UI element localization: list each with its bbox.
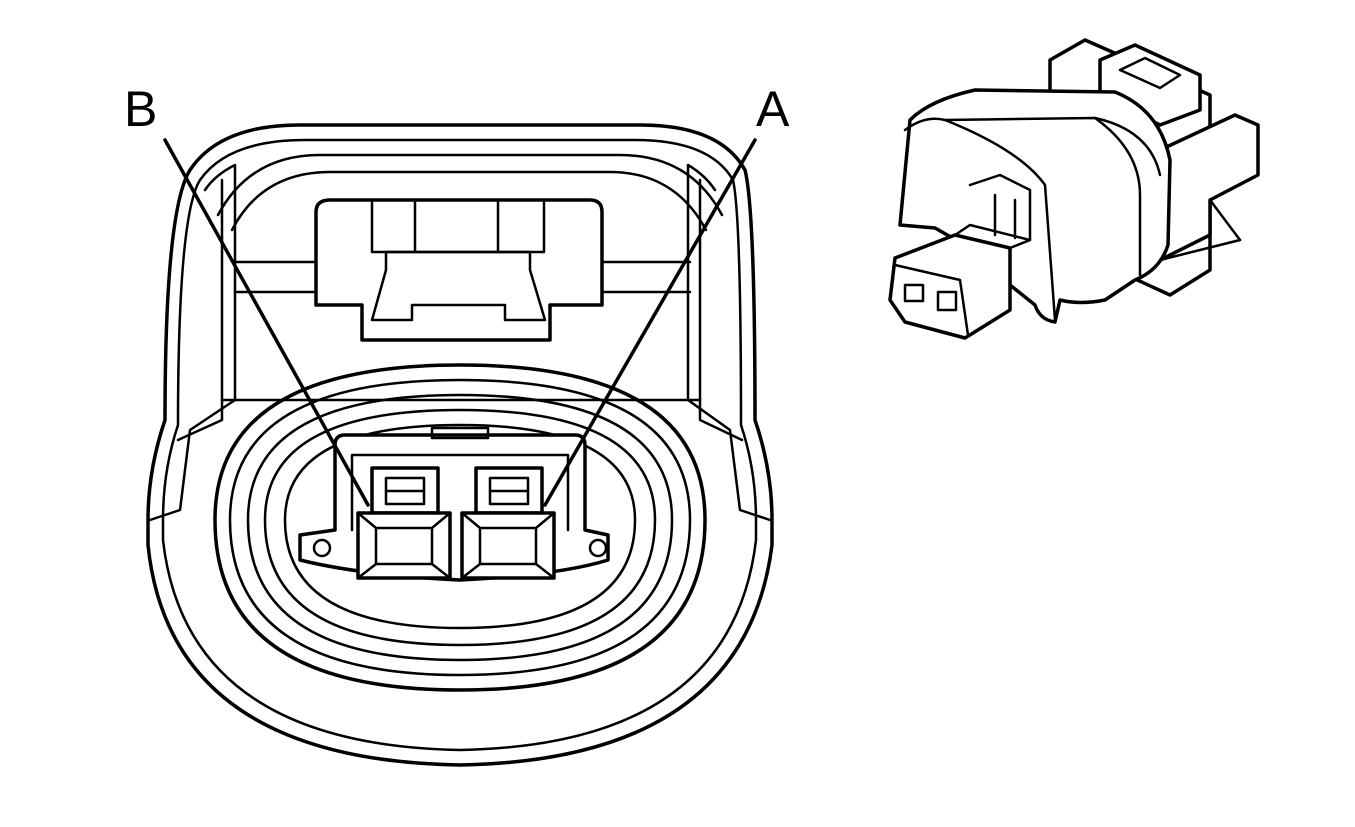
- latch-arm-right: [686, 163, 772, 522]
- connector-isometric-view: [888, 38, 1260, 340]
- iso-body-wrap-line: [1093, 116, 1142, 277]
- top-arc-2: [230, 170, 708, 232]
- iso-plug-top: [953, 223, 1032, 250]
- pin-label-a: A: [756, 81, 790, 137]
- shroud-ring-3: [263, 408, 657, 647]
- shroud-ring-2: [246, 393, 674, 662]
- polarizing-key-left: [312, 538, 332, 558]
- shroud-ring-4: [283, 423, 637, 630]
- pin-label-b: B: [124, 81, 157, 137]
- lock-tab-ramp: [370, 250, 547, 322]
- latch-arm-left: [148, 163, 237, 522]
- terminal-a: [460, 466, 556, 580]
- housing-inner-rim: [161, 138, 758, 752]
- iso-terminal-right: [936, 290, 958, 312]
- iso-main-body: [898, 88, 1172, 324]
- cavity-top-notch: [430, 426, 490, 440]
- top-arc-1: [216, 153, 724, 217]
- housing-outline: [146, 123, 774, 767]
- latch-arm-right-inner: [698, 178, 744, 442]
- iso-side-rails: [1158, 113, 1260, 262]
- leader-line-a: [543, 138, 757, 507]
- shroud-ring-1: [228, 378, 692, 677]
- terminal-b: [356, 466, 452, 580]
- polarizing-key-right: [588, 538, 608, 558]
- iso-inner-tabs: [968, 173, 1032, 242]
- iso-terminal-left: [903, 283, 925, 303]
- cavity-inner-line: [350, 453, 570, 532]
- iso-front-plug: [888, 233, 1012, 340]
- lock-tab: [314, 198, 604, 342]
- iso-front-plug-face: [893, 263, 970, 337]
- latch-arm-left-inner: [176, 178, 224, 442]
- terminal-cavity-frame: [298, 433, 610, 582]
- iso-rear-latch-slot: [1118, 56, 1182, 90]
- iso-body-front-face: [903, 117, 1057, 322]
- shroud-outer: [213, 363, 707, 692]
- leader-line-b: [163, 138, 370, 507]
- connector-face-view: B A: [124, 81, 790, 767]
